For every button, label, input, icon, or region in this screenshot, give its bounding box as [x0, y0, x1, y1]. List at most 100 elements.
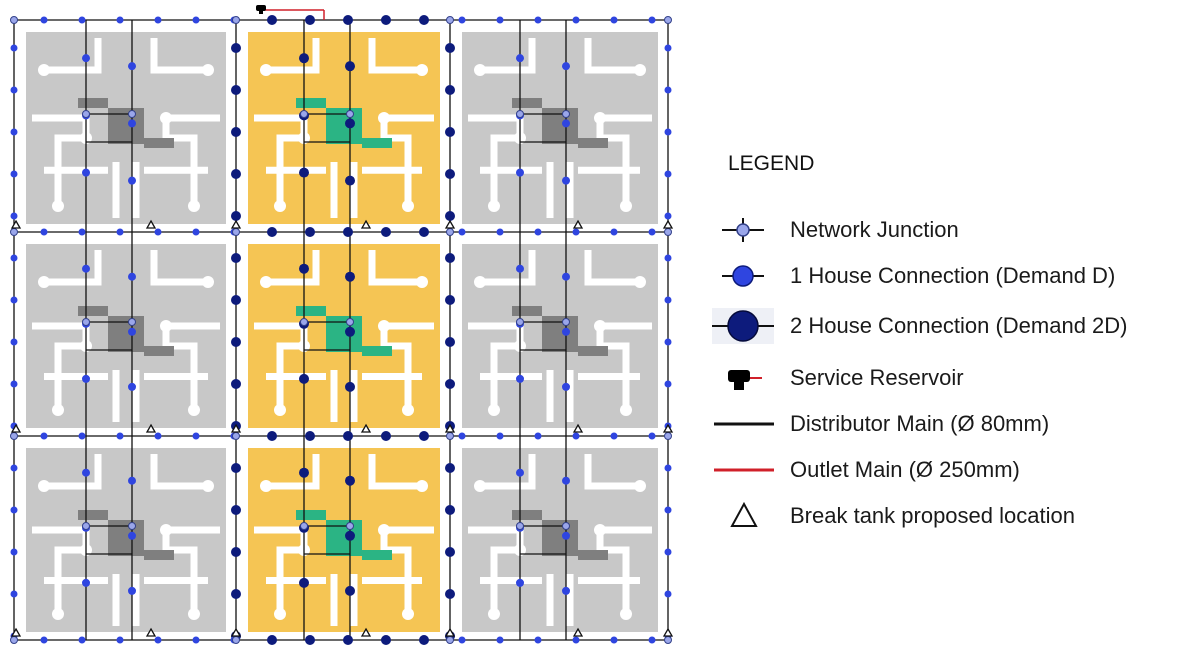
entrance-dot — [274, 200, 286, 212]
house-connection-node — [445, 379, 455, 389]
house-connection-node — [516, 374, 524, 383]
house-connection-node — [345, 530, 355, 541]
entrance-dot — [474, 64, 486, 76]
house-connection-node — [10, 254, 18, 262]
house-connection-node — [231, 547, 241, 557]
house-connection-node — [192, 228, 200, 236]
legend: LEGEND Network Junction 1 House Connecti… — [700, 140, 1180, 540]
entrance-dot — [188, 608, 200, 620]
house-connection-node — [562, 327, 570, 336]
footpath — [480, 38, 536, 74]
house-connection-node — [664, 44, 672, 52]
house-connection-node — [343, 15, 353, 25]
gray-housing-block — [462, 32, 658, 224]
junction-node — [128, 110, 136, 118]
junction-node — [300, 522, 308, 530]
house-connection-node — [562, 586, 570, 595]
house-connection-node — [10, 170, 18, 178]
hub-arm — [362, 550, 392, 560]
junction-node — [128, 318, 136, 326]
house-connection-node — [664, 296, 672, 304]
entrance-dot — [634, 480, 646, 492]
house-connection-node — [445, 169, 455, 179]
entrance-dot — [38, 480, 50, 492]
junction-node — [300, 110, 308, 118]
break-tank-icon — [730, 501, 758, 527]
hub-arm — [512, 98, 542, 108]
junction-node — [346, 110, 354, 118]
house-connection-node — [305, 15, 315, 25]
entrance-dot — [38, 64, 50, 76]
house-connection-node — [534, 228, 542, 236]
house-connection-node — [343, 227, 353, 237]
house-connection-node — [10, 44, 18, 52]
house-connection-node — [445, 43, 455, 53]
orange-housing-block — [248, 244, 440, 428]
footpath — [368, 38, 422, 74]
house-connection-node — [381, 635, 391, 645]
house-connection-node — [116, 636, 124, 644]
house-connection-node — [648, 636, 656, 644]
footpath — [150, 38, 208, 74]
junction-node — [516, 110, 524, 118]
house-connection-node — [154, 432, 162, 440]
house-connection-node — [345, 271, 355, 282]
gray-housing-block — [462, 448, 658, 632]
house-connection-node — [231, 127, 241, 137]
outlet-main-icon — [714, 468, 774, 472]
entrance-dot — [160, 112, 172, 124]
housing-blocks — [26, 32, 658, 632]
break-tank-icon — [572, 423, 584, 433]
house-connection-node — [534, 432, 542, 440]
hub-arm — [78, 306, 108, 316]
house-connection-node — [458, 636, 466, 644]
entrance-dot — [620, 608, 632, 620]
junction-node — [562, 110, 570, 118]
house-connection-node — [419, 15, 429, 25]
entrance-dot — [594, 112, 606, 124]
entrance-dot — [620, 200, 632, 212]
footpath — [480, 250, 536, 286]
double-house-connection-icon — [712, 308, 774, 344]
house-connection-node — [610, 636, 618, 644]
house-connection-node — [343, 635, 353, 645]
hub-arm — [578, 550, 608, 560]
house-connection-node — [381, 15, 391, 25]
footpath — [150, 454, 208, 490]
entrance-dot — [52, 200, 64, 212]
house-connection-node — [516, 578, 524, 587]
legend-label: Break tank proposed location — [790, 503, 1075, 528]
house-connection-node — [10, 296, 18, 304]
footpath — [266, 38, 320, 74]
junction-node — [664, 432, 672, 440]
footpath — [266, 250, 320, 286]
house-connection-node — [10, 464, 18, 472]
entrance-dot — [202, 64, 214, 76]
house-connection-node — [82, 578, 90, 587]
footpath — [44, 454, 102, 490]
house-connection-node — [128, 531, 136, 540]
house-connection-node — [381, 431, 391, 441]
legend-item-reservoir: Service Reservoir — [700, 358, 1180, 398]
house-connection-node — [192, 432, 200, 440]
house-connection-node — [445, 547, 455, 557]
house-connection-node — [516, 54, 524, 63]
junction-node — [232, 16, 240, 24]
entrance-dot — [260, 64, 272, 76]
legend-item-distributor: Distributor Main (Ø 80mm) — [700, 404, 1180, 444]
house-connection-node — [516, 264, 524, 273]
house-connection-node — [231, 85, 241, 95]
legend-item-outlet: Outlet Main (Ø 250mm) — [700, 450, 1180, 490]
gray-housing-block — [26, 32, 226, 224]
reservoir-icon — [256, 5, 266, 14]
junction-node — [346, 318, 354, 326]
entrance-dot — [378, 320, 390, 332]
entrance-dot — [378, 524, 390, 536]
hub-arm — [296, 98, 326, 108]
house-connection-node — [562, 382, 570, 391]
house-connection-node — [345, 61, 355, 72]
entrance-dot — [474, 276, 486, 288]
footpath — [584, 38, 640, 74]
outlet-main — [256, 5, 325, 20]
house-connection-node — [445, 211, 455, 221]
